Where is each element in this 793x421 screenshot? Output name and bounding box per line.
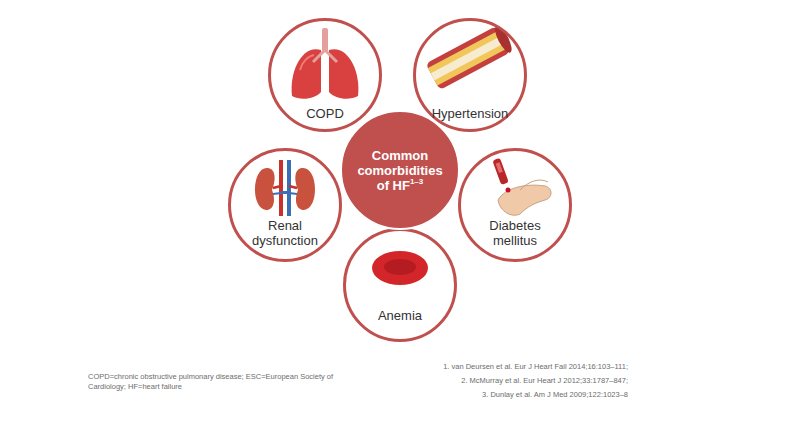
kidney (295, 168, 315, 210)
reference-note: 2. McMurray et al. Eur Heart J 2012;33:1… (328, 376, 628, 386)
reference-note: 3. Dunlay et al. Am J Med 2009;122:1023–… (328, 390, 628, 400)
finger-line (520, 180, 548, 190)
circle-shape (270, 20, 381, 131)
finger-prick-icon (492, 158, 551, 215)
vein-vessel (287, 160, 291, 216)
node-label: COPD (306, 106, 344, 121)
cell-center (384, 259, 416, 275)
node-label: Common comorbidities of HF (357, 148, 442, 193)
lungs-icon (292, 28, 359, 99)
reference-superscript: 1–3 (410, 177, 423, 186)
node-label: Renal dysfunction (252, 218, 318, 248)
abbreviation-note: COPD=chronic obstructive pulmonary disea… (88, 372, 338, 392)
node-text: Common comorbidities of HF1–3 (352, 148, 448, 193)
node-text: Diabetes mellitus (467, 218, 563, 248)
node-text: Renal dysfunction (237, 218, 333, 248)
circle-shape (415, 20, 526, 131)
circle-shape (345, 230, 456, 341)
renal-branch (273, 186, 297, 188)
circle-shape (230, 150, 341, 261)
circle-outline (343, 228, 457, 342)
comorbidity-circle: Anemia (343, 228, 457, 342)
node-text: Hypertension (418, 106, 522, 121)
red-blood-cell-icon (372, 251, 428, 285)
center-circle: Common comorbidities of HF1–3 (341, 111, 459, 229)
blood-drop (506, 188, 511, 193)
kidney (255, 168, 275, 210)
circle-shape (341, 111, 459, 229)
circle-shape (460, 150, 571, 261)
node-label: Anemia (378, 308, 422, 323)
artery-vessel (279, 160, 283, 216)
lumen (431, 36, 505, 81)
kidneys-icon (255, 160, 315, 216)
node-text: COPD (275, 106, 375, 121)
node-label: Diabetes mellitus (489, 218, 540, 248)
hand (498, 185, 551, 215)
comorbidity-circle: Renal dysfunction (228, 148, 342, 262)
renal-branch (273, 192, 297, 194)
lung-shine (300, 55, 314, 70)
plaque (428, 30, 508, 85)
node-text: Anemia (350, 308, 450, 323)
cell (372, 251, 428, 285)
comorbidity-circle: COPD (268, 18, 382, 132)
lancet (492, 158, 508, 185)
lancet-window (496, 162, 503, 173)
trachea (322, 28, 328, 52)
artery-icon (426, 24, 515, 90)
comorbidity-circle: Hypertension (413, 18, 527, 132)
bronchi (313, 50, 337, 62)
comorbidity-circle: Diabetes mellitus (458, 148, 572, 262)
lancet-body (492, 158, 508, 185)
reference-note: 1. van Deursen et al. Eur J Heart Fail 2… (328, 362, 628, 372)
node-label: Hypertension (432, 106, 509, 121)
